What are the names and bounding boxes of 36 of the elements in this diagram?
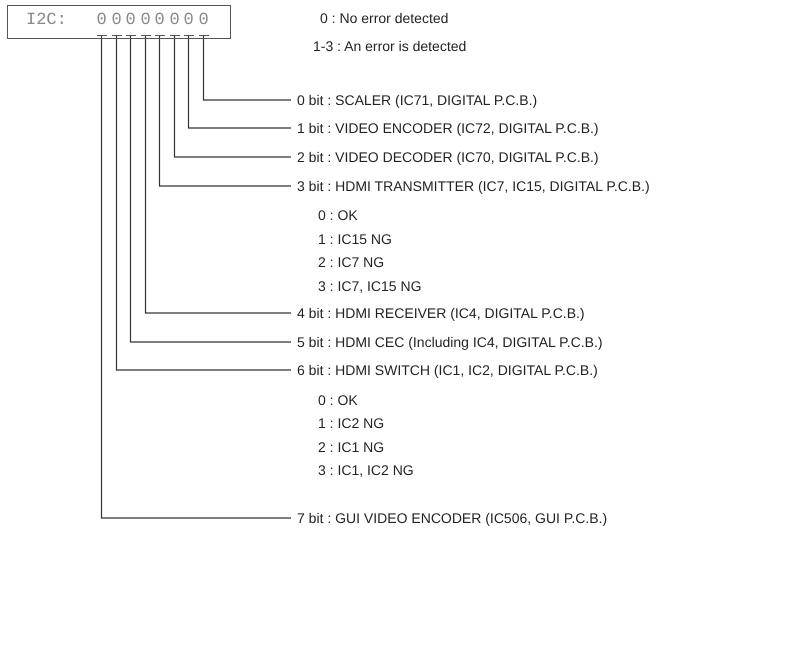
bit-description: 1 bit : VIDEO ENCODER (IC72, DIGITAL P.C.B.) — [297, 119, 599, 137]
status-code: 0 : OK — [318, 391, 358, 409]
bit-description: 3 bit : HDMI TRANSMITTER (IC7, IC15, DIGITAL P.C.B.) — [297, 177, 650, 195]
bit-description: 7 bit : GUI VIDEO ENCODER (IC506, GUI P.C.B.) — [297, 509, 608, 527]
status-code: 0 : OK — [318, 206, 358, 224]
legend-note: 1-3 : An error is detected — [313, 37, 466, 55]
display-digit: 0 — [184, 11, 194, 36]
display-panel — [7, 5, 231, 39]
leader-line — [188, 36, 291, 129]
bit-description: 6 bit : HDMI SWITCH (IC1, IC2, DIGITAL P.C.B.) — [297, 361, 598, 379]
status-code: 1 : IC2 NG — [318, 414, 384, 432]
display-digit: 0 — [170, 11, 180, 36]
leader-line — [144, 36, 291, 314]
leader-line — [174, 36, 291, 158]
display-digit: 0 — [126, 11, 136, 36]
leader-line — [130, 36, 291, 343]
display-digit: 0 — [198, 11, 208, 36]
status-code: 3 : IC1, IC2 NG — [318, 461, 414, 479]
status-code: 2 : IC1 NG — [318, 438, 384, 456]
display-digit: 0 — [112, 11, 122, 36]
leader-line — [202, 36, 291, 101]
display-digit: 0 — [96, 11, 106, 36]
bit-description: 4 bit : HDMI RECEIVER (IC4, DIGITAL P.C.B.) — [297, 304, 585, 322]
display-digit: 0 — [154, 11, 164, 36]
status-code: 1 : IC15 NG — [318, 230, 392, 248]
bit-description: 5 bit : HDMI CEC (Including IC4, DIGITAL P.C.B.) — [297, 333, 602, 351]
bit-description: 2 bit : VIDEO DECODER (IC70, DIGITAL P.C.B.) — [297, 148, 599, 166]
legend-note: 0 : No error detected — [320, 9, 448, 27]
display-digit: 0 — [140, 11, 150, 36]
display-label: I2C: — [26, 11, 67, 31]
bit-description: 0 bit : SCALER (IC71, DIGITAL P.C.B.) — [297, 91, 538, 109]
leader-line — [100, 36, 291, 519]
status-code: 3 : IC7, IC15 NG — [318, 277, 422, 295]
leader-line — [158, 36, 291, 187]
status-code: 2 : IC7 NG — [318, 253, 384, 271]
leader-line — [116, 36, 291, 371]
